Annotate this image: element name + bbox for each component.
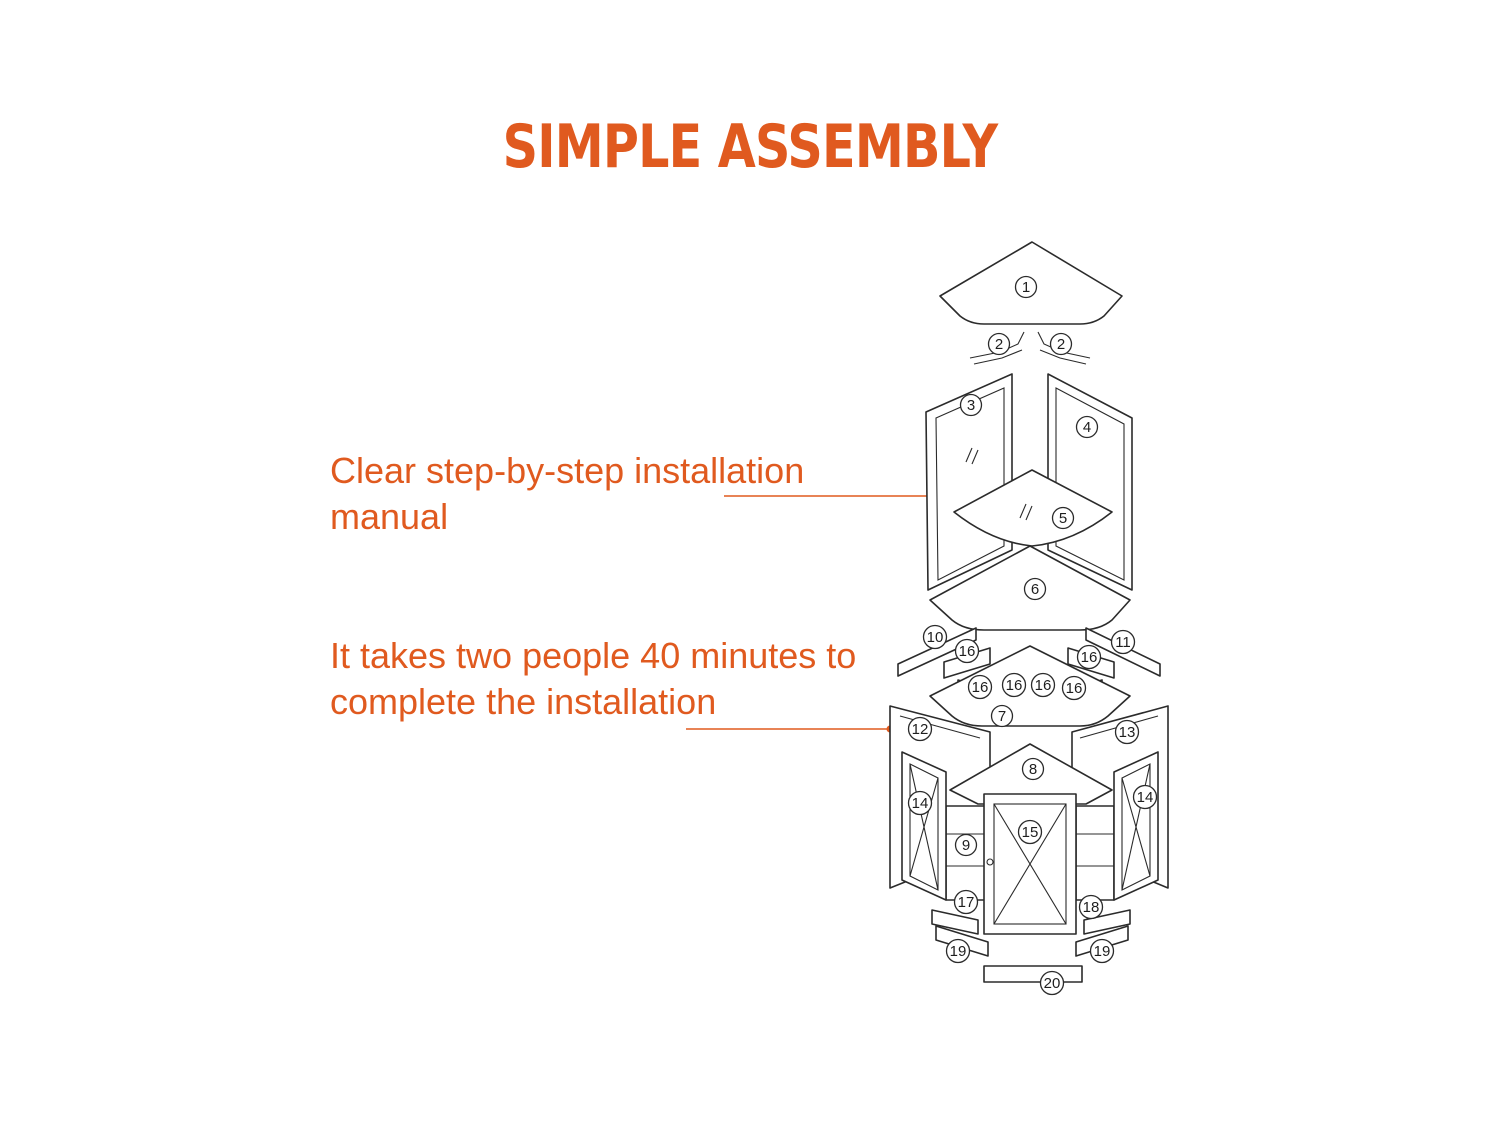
part-2-brackets (969, 331, 1091, 365)
part-4-right-upper-panel (1047, 373, 1133, 591)
part-number-text: 19 (950, 943, 967, 960)
part-number-9: 9 (954, 833, 978, 857)
part-number-13: 13 (1114, 719, 1140, 745)
part-20-front-plinth (983, 965, 1083, 983)
part-10-left-rail (897, 627, 977, 677)
part-3-left-upper-panel (925, 373, 1013, 591)
part-number-1: 1 (1014, 275, 1038, 299)
part-number-15: 15 (1017, 819, 1043, 845)
part-number-19: 19 (945, 938, 971, 964)
callout-assembly-time: It takes two people 40 minutes to comple… (330, 635, 857, 722)
part-17-base-rail (931, 909, 979, 935)
part-number-text: 19 (1094, 943, 1111, 960)
leader-line-manual (724, 492, 934, 500)
part-number-4: 4 (1075, 415, 1099, 439)
part-number-text: 6 (1031, 581, 1039, 598)
part-number-14: 14 (907, 790, 933, 816)
part-number-2: 2 (1049, 332, 1073, 356)
leader-line-time (686, 725, 894, 733)
part-number-2: 2 (987, 332, 1011, 356)
part-number-text: 16 (959, 643, 976, 660)
part-number-text: 1 (1022, 279, 1030, 296)
part-number-10: 10 (922, 624, 948, 650)
part-number-text: 18 (1083, 899, 1100, 916)
part-number-text: 13 (1119, 724, 1136, 741)
part-number-6: 6 (1023, 577, 1047, 601)
part-number-18: 18 (1078, 894, 1104, 920)
part-15-front-door (983, 793, 1077, 935)
part-number-text: 2 (1057, 336, 1065, 353)
part-5-glass-shelf (953, 469, 1113, 547)
part-number-16: 16 (1076, 644, 1102, 670)
part-number-11: 11 (1110, 629, 1136, 655)
part-number-20: 20 (1039, 970, 1065, 996)
part-number-text: 17 (958, 894, 975, 911)
part-number-text: 16 (1081, 649, 1098, 666)
part-14-left-door (901, 751, 947, 901)
part-7-inner-shelf (929, 645, 1131, 727)
part-number-text: 20 (1044, 975, 1061, 992)
page-title: SIMPLE ASSEMBLY (502, 112, 998, 182)
part-number-3: 3 (959, 393, 983, 417)
part-14-right-door (1113, 751, 1159, 901)
part-number-text: 10 (927, 629, 944, 646)
callout-installation-manual: Clear step-by-step installation manual (330, 450, 805, 537)
part-number-text: 8 (1029, 761, 1037, 778)
part-number-7: 7 (990, 704, 1014, 728)
part-number-text: 14 (1137, 789, 1154, 806)
part-number-8: 8 (1021, 757, 1045, 781)
part-number-text: 15 (1022, 824, 1039, 841)
part-number-text: 4 (1083, 419, 1091, 436)
part-number-text: 11 (1115, 634, 1131, 651)
part-number-text: 3 (967, 397, 975, 414)
part-number-16: 16 (1001, 672, 1027, 698)
part-number-text: 16 (1066, 680, 1083, 697)
part-number-16: 16 (954, 638, 980, 664)
part-18-base-rail (1083, 909, 1131, 935)
part-number-text: 14 (912, 795, 929, 812)
part-number-12: 12 (907, 716, 933, 742)
part-number-16: 16 (1061, 675, 1087, 701)
part-number-14: 14 (1132, 784, 1158, 810)
part-number-text: 12 (912, 721, 929, 738)
part-number-16: 16 (1030, 672, 1056, 698)
part-number-17: 17 (953, 889, 979, 915)
part-number-text: 9 (962, 837, 970, 854)
part-number-text: 2 (995, 336, 1003, 353)
part-number-16: 16 (967, 674, 993, 700)
part-number-text: 16 (1035, 677, 1052, 694)
part-number-19: 19 (1089, 938, 1115, 964)
part-number-text: 7 (998, 708, 1006, 725)
part-number-text: 16 (1006, 677, 1023, 694)
part-number-text: 16 (972, 679, 989, 696)
part-number-5: 5 (1051, 506, 1075, 530)
part-number-text: 5 (1059, 510, 1067, 527)
